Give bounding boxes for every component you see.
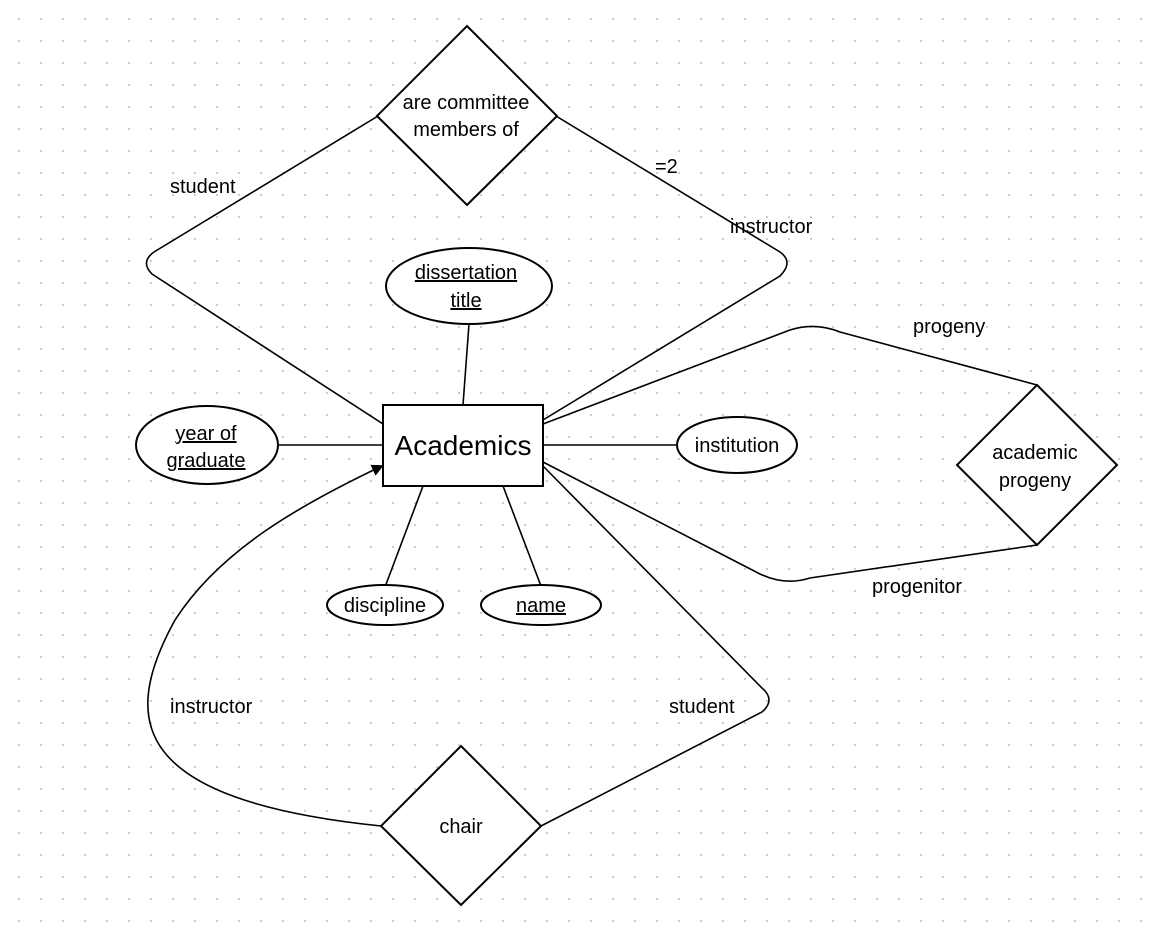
edge-chair-instructor [147,464,384,827]
attribute-discipline[interactable]: discipline [326,584,444,626]
role-label-chair-instructor: instructor [170,696,253,718]
connectors [145,115,1038,827]
attribute-institution[interactable]: institution [676,416,798,474]
role-label-progeny: progeny [913,316,985,338]
academics-entity[interactable]: Academics [382,404,544,487]
attribute-year-of-graduate[interactable]: year of graduate [135,405,279,485]
edge-committee-student [145,115,384,425]
attribute-label-line: institution [695,435,780,457]
relationship-academic-progeny[interactable]: academic progeny [955,383,1119,547]
relationship-are-committee-members-of[interactable]: are committee members of [375,24,559,207]
edge-dissertation-title [462,323,470,406]
role-label-progenitor: progenitor [872,576,962,598]
attribute-label-line: name [516,595,566,617]
role-label-chair-student: student [669,696,735,718]
attribute-label-line: graduate [167,450,246,472]
attribute-label-line: dissertation [415,262,517,284]
edge-progenitor [542,461,1038,582]
attribute-label-line: title [450,290,481,312]
relationship-label-line: members of [413,119,519,141]
relationship-label-line: progeny [999,470,1071,492]
entity-label: Academics [395,430,532,461]
edge-discipline [384,485,424,588]
role-label-committee-instructor: instructor [730,216,813,238]
edge-committee-instructor [542,115,788,421]
relationship-chair[interactable]: chair [379,744,543,907]
edge-chair-student [540,465,770,827]
role-label-committee-student: student [170,176,236,198]
relationship-label-line: academic [992,442,1078,464]
relationship-label-line: are committee [403,92,530,114]
attribute-label-line: year of [175,423,237,445]
edge-name [502,485,542,587]
attribute-label-line: discipline [344,595,426,617]
attribute-dissertation-title[interactable]: dissertation title [385,247,553,325]
relationship-label-line: chair [439,816,483,838]
cardinality-label: =2 [655,156,678,178]
role-labels: student =2 instructor progeny progenitor… [170,156,985,718]
edge-progeny [542,325,1038,425]
attribute-name[interactable]: name [480,584,602,626]
